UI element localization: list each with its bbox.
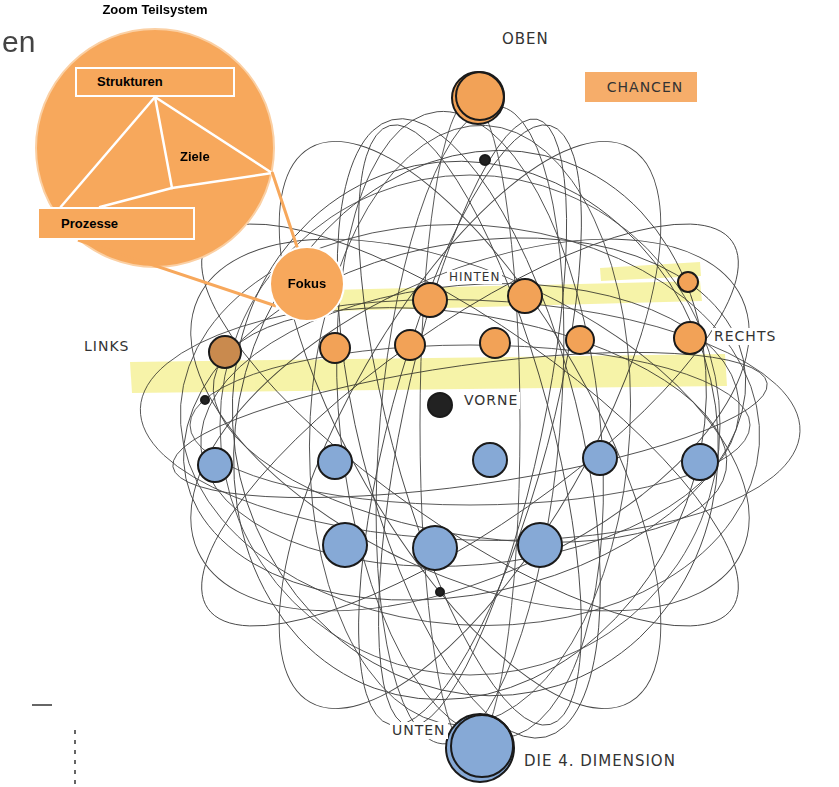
orbit-loop [340, 105, 606, 741]
focus-circle-shape [270, 247, 344, 321]
orbit-loop [308, 98, 632, 752]
margin-dash [74, 730, 76, 787]
zoom-circle-shape [36, 29, 274, 267]
zoom-circle: Zoom TeilsystemStrukturenProzesse [35, 28, 275, 268]
direction-label: OBEN [500, 30, 551, 48]
orange-dot [320, 333, 350, 363]
node-text: Fokus [288, 276, 326, 292]
orange-dot [480, 328, 510, 358]
orange-dot [395, 330, 425, 360]
orange-dot [508, 279, 542, 313]
orange-dot [413, 283, 447, 317]
orange-dot [674, 322, 706, 354]
black-dot [201, 396, 209, 404]
direction-label: UNTEN [390, 722, 448, 739]
node-text: Prozesse [61, 216, 118, 232]
orbit-loop [151, 160, 790, 691]
blue-dot [318, 445, 352, 479]
node-text: CHANCEN [607, 79, 683, 96]
orbit-loop [190, 345, 750, 505]
direction-label: VORNE [462, 392, 520, 409]
blue-dot [583, 441, 617, 475]
orbit-loop [295, 117, 646, 733]
node-text: Strukturen [97, 74, 163, 90]
word-fragment: en [2, 24, 35, 60]
orange-dot [678, 272, 698, 292]
zoom-cone-line [272, 173, 297, 247]
process-box: Prozesse [37, 207, 195, 240]
black-dot [480, 155, 490, 165]
blue-dot [473, 443, 507, 477]
tetrahedron-lines [100, 97, 272, 207]
blue-dot [323, 523, 367, 567]
orbit-loop [189, 262, 751, 588]
black-dot [428, 393, 452, 417]
direction-label: HINTEN [447, 270, 502, 284]
highlight-band: CHANCEN [585, 72, 697, 102]
direction-label: RECHTS [712, 328, 778, 345]
orbit-loop [195, 272, 745, 579]
tetrahedron-line [100, 188, 172, 207]
zoom-cone-line [78, 240, 276, 306]
blue-dot [682, 444, 718, 480]
orbit-loop [151, 160, 790, 691]
subsystem-heading: Zoom Teilsystem [102, 2, 207, 18]
orbit-loop [206, 88, 734, 762]
blue-dot [446, 714, 514, 782]
orange-dot [566, 326, 594, 354]
orbit-loop [149, 189, 779, 650]
orbit-loop [285, 93, 652, 763]
blue-dot [413, 526, 457, 570]
orbit-loop [167, 205, 773, 644]
dimension-caption: DIE 4. DIMENSION [522, 752, 678, 770]
direction-label: LINKS [82, 338, 131, 355]
margin-marks [32, 263, 140, 787]
orange-dot [209, 336, 241, 368]
blue-dot [518, 523, 562, 567]
orbit-loop [206, 88, 734, 762]
sphere-dots [198, 72, 718, 782]
tetrahedron-line [172, 173, 272, 188]
orange-dot [452, 72, 504, 124]
blue-dot [198, 448, 232, 482]
black-dot [436, 588, 444, 596]
margin-dash [32, 704, 52, 706]
goal-label: Ziele [180, 149, 210, 165]
focus-circle: Fokus [269, 246, 345, 322]
tetrahedron-line [155, 97, 172, 188]
orbit-loop [165, 324, 776, 526]
orange-dot [456, 72, 504, 120]
structure-process-line [61, 97, 155, 207]
tetrahedron-line [155, 97, 272, 173]
blue-dot [451, 715, 513, 777]
structure-box: Strukturen [75, 67, 235, 97]
